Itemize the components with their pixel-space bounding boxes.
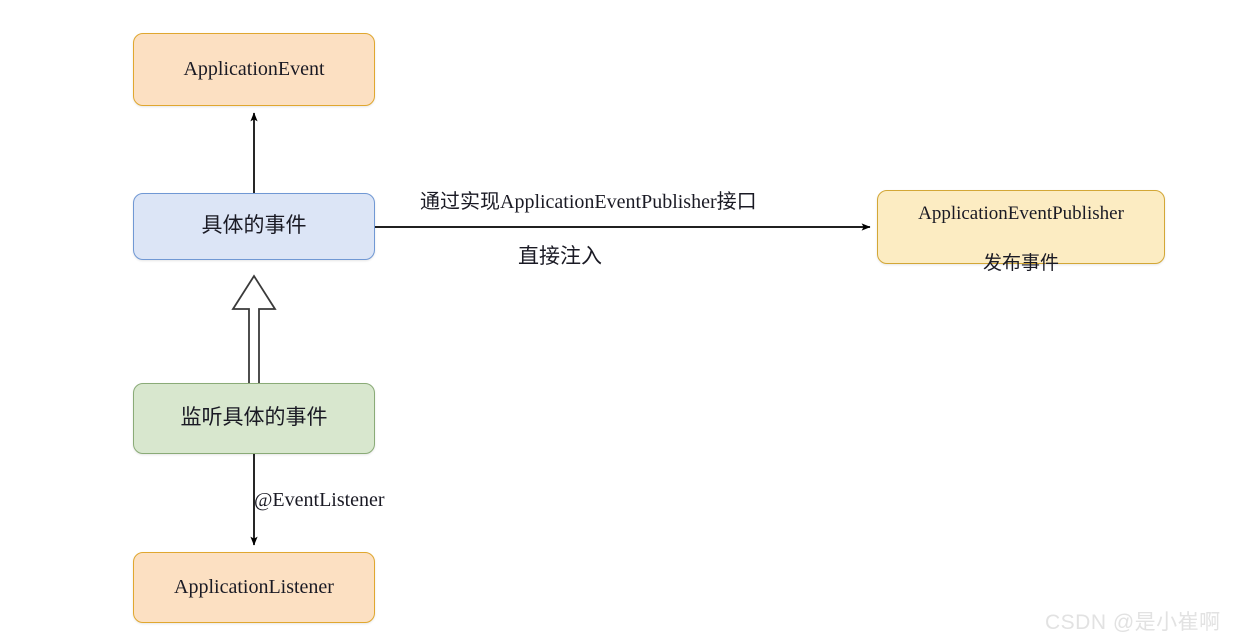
node-listen-concrete-event-label: 监听具体的事件 (180, 406, 328, 430)
edge-listen-to-concrete-event (231, 274, 277, 383)
edge-label-direct-inject: 直接注入 (518, 245, 602, 268)
node-application-event-publisher-labels: ApplicationEventPublisher 发布事件 (910, 178, 1132, 277)
node-application-event-publisher[interactable]: ApplicationEventPublisher 发布事件 (877, 190, 1165, 274)
node-application-event-publisher-label-line2: 发布事件 (982, 252, 1059, 274)
node-listen-concrete-event[interactable]: 监听具体的事件 (133, 383, 375, 454)
watermark: CSDN @是小崔啊 (1045, 611, 1221, 634)
node-concrete-event-label: 具体的事件 (201, 214, 307, 238)
node-concrete-event[interactable]: 具体的事件 (133, 193, 375, 260)
node-application-listener[interactable]: ApplicationListener (133, 552, 375, 623)
node-application-event[interactable]: ApplicationEvent (133, 33, 375, 106)
node-application-event-publisher-label-line1: ApplicationEventPublisher (918, 203, 1124, 225)
edge-label-publisher-interface: 通过实现ApplicationEventPublisher接口 (420, 191, 757, 213)
node-application-listener-label: ApplicationListener (174, 576, 334, 599)
edge-label-event-listener: @EventListener (254, 489, 385, 511)
node-application-event-label: ApplicationEvent (183, 58, 325, 81)
